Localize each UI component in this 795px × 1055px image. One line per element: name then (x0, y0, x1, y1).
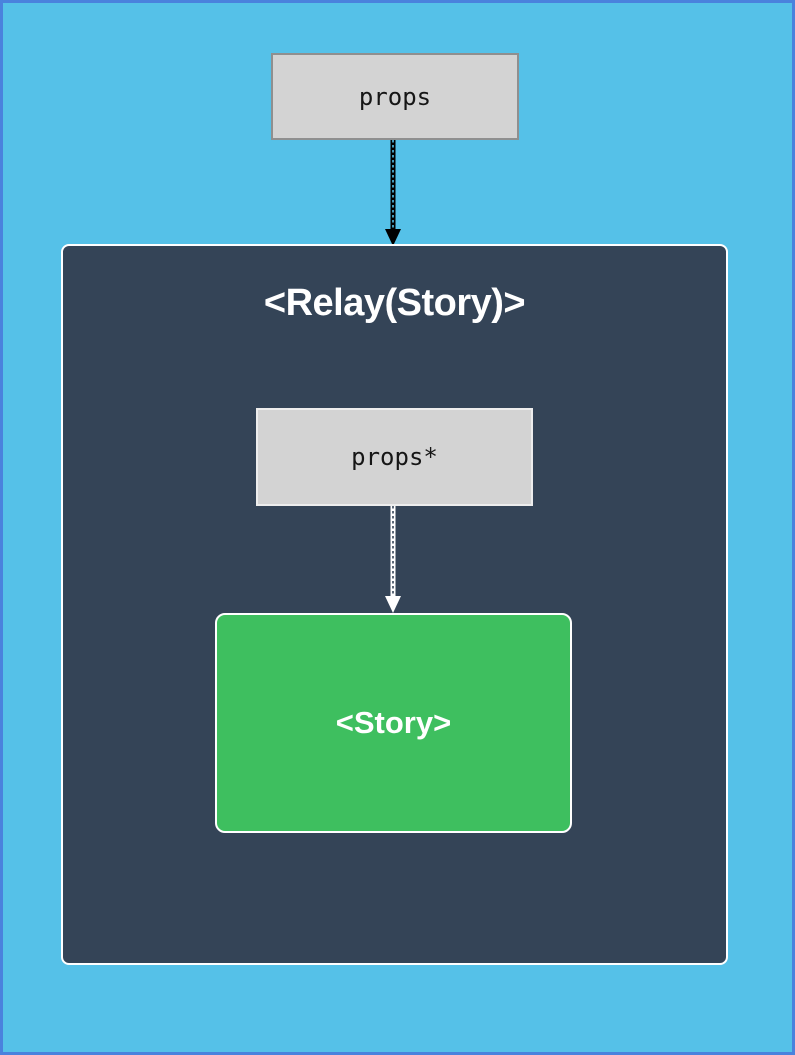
props-node-label: props (358, 82, 432, 111)
story-node: <Story> (215, 613, 572, 833)
props-star-node: props* (256, 408, 533, 506)
props-star-node-label: props* (351, 443, 438, 471)
relay-container-title: <Relay(Story)> (263, 282, 526, 324)
story-node-label: <Story> (335, 705, 452, 740)
props-node: props (271, 53, 519, 140)
arrow-props-to-relay (385, 140, 401, 246)
arrow-props-star-to-story (385, 506, 401, 613)
relay-container: <Relay(Story)> props* <Story> (61, 244, 728, 965)
